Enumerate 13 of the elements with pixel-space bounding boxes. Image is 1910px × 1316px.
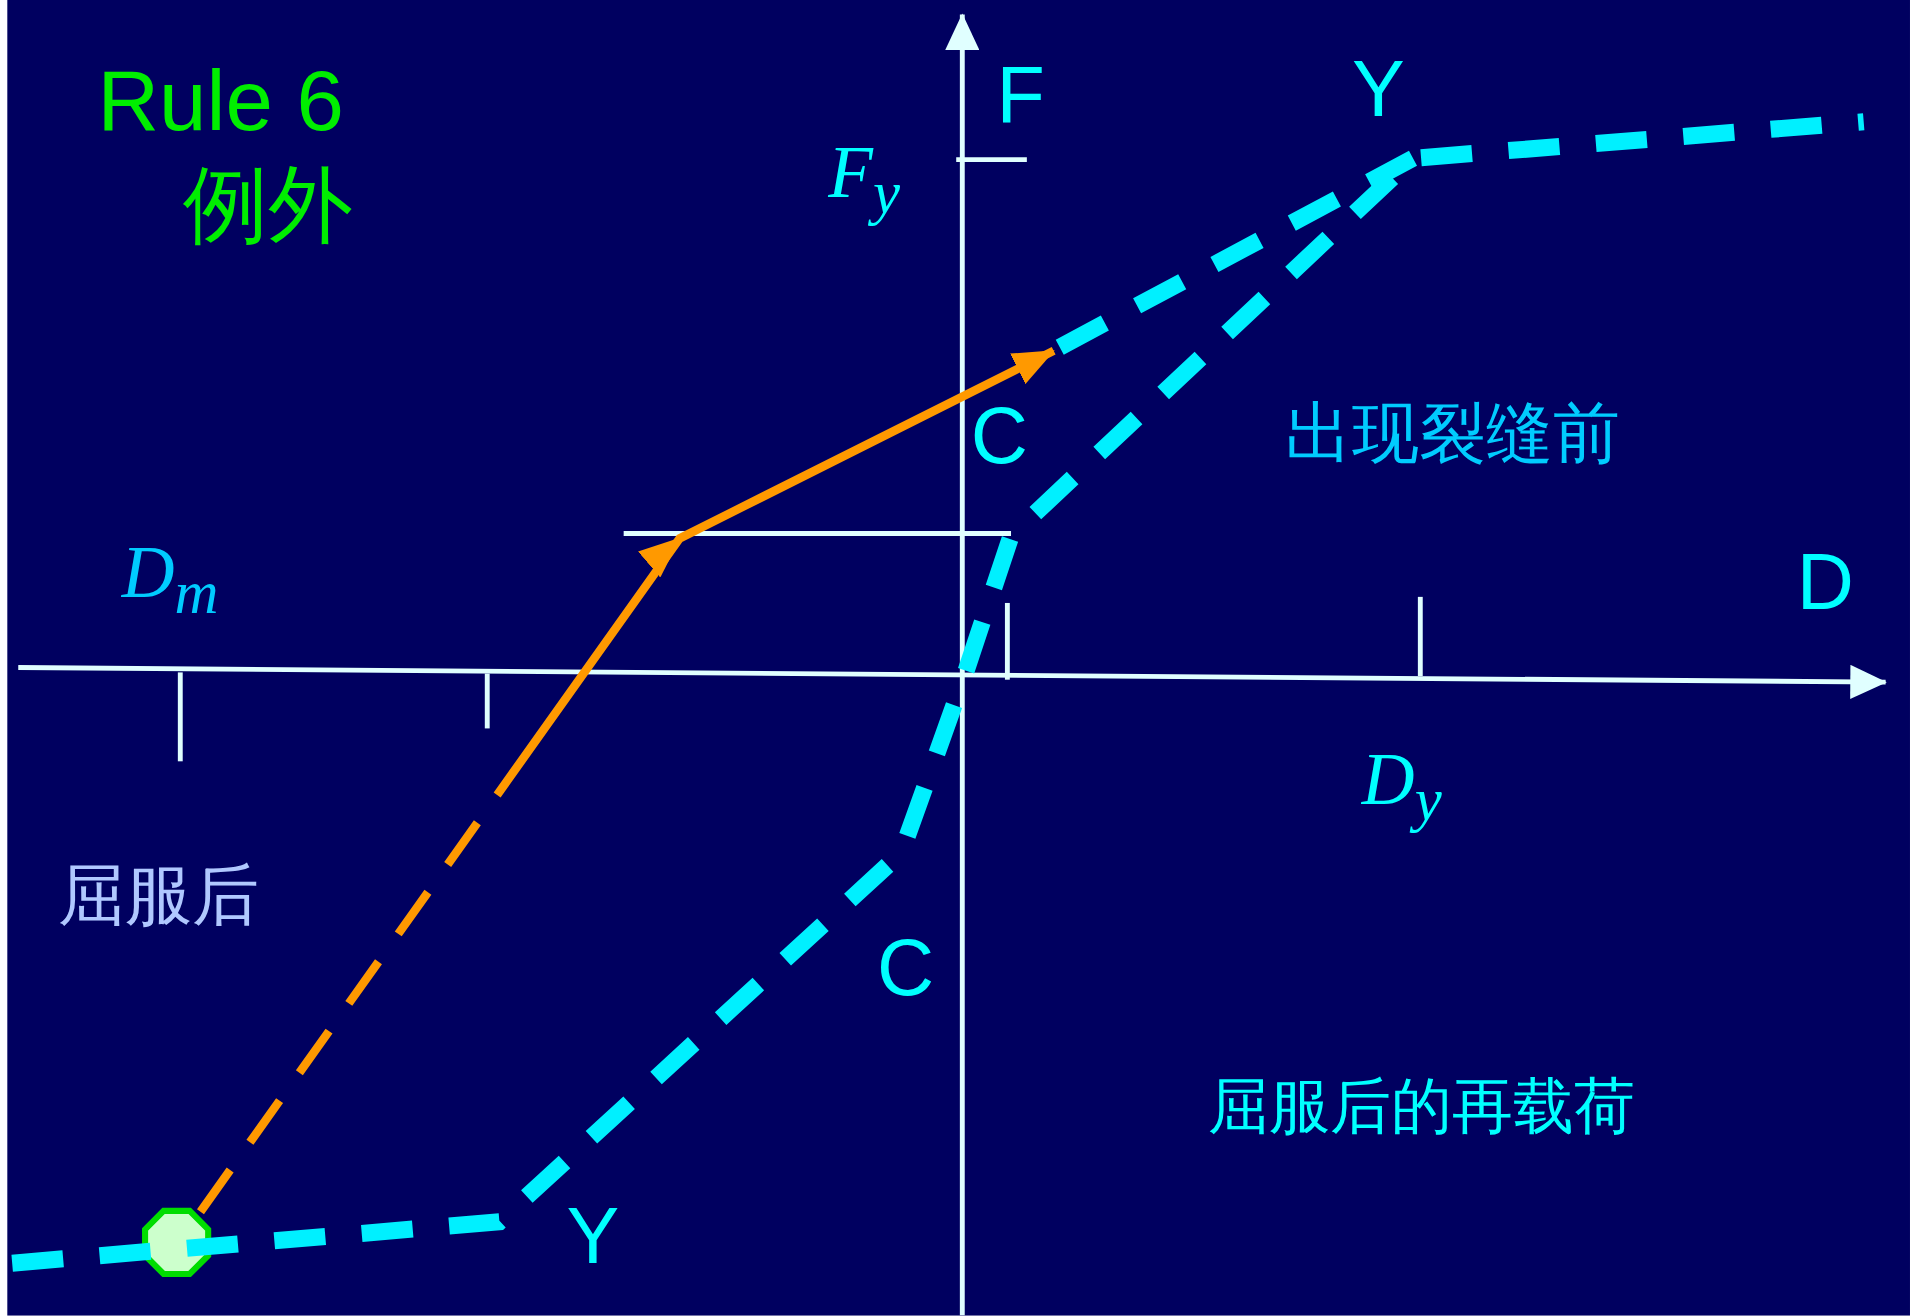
point-label: C: [970, 395, 1028, 476]
arrow: [197, 347, 1056, 1215]
curve-note: 屈服后: [58, 862, 260, 930]
axis-label: D: [1796, 542, 1854, 622]
exception-title: 例外: [182, 162, 354, 248]
axis-label: F: [996, 54, 1045, 134]
displacement-label: D$_{m}$: [121, 535, 219, 623]
point-label: Y: [1352, 48, 1405, 128]
rule-title: Rule 6: [97, 58, 344, 144]
point-label: C: [877, 928, 935, 1008]
point-label: Y: [566, 1196, 620, 1276]
curve-note: 出现裂缝前: [1285, 399, 1621, 467]
curve-note: 屈服后的再载荷: [1208, 1075, 1635, 1137]
